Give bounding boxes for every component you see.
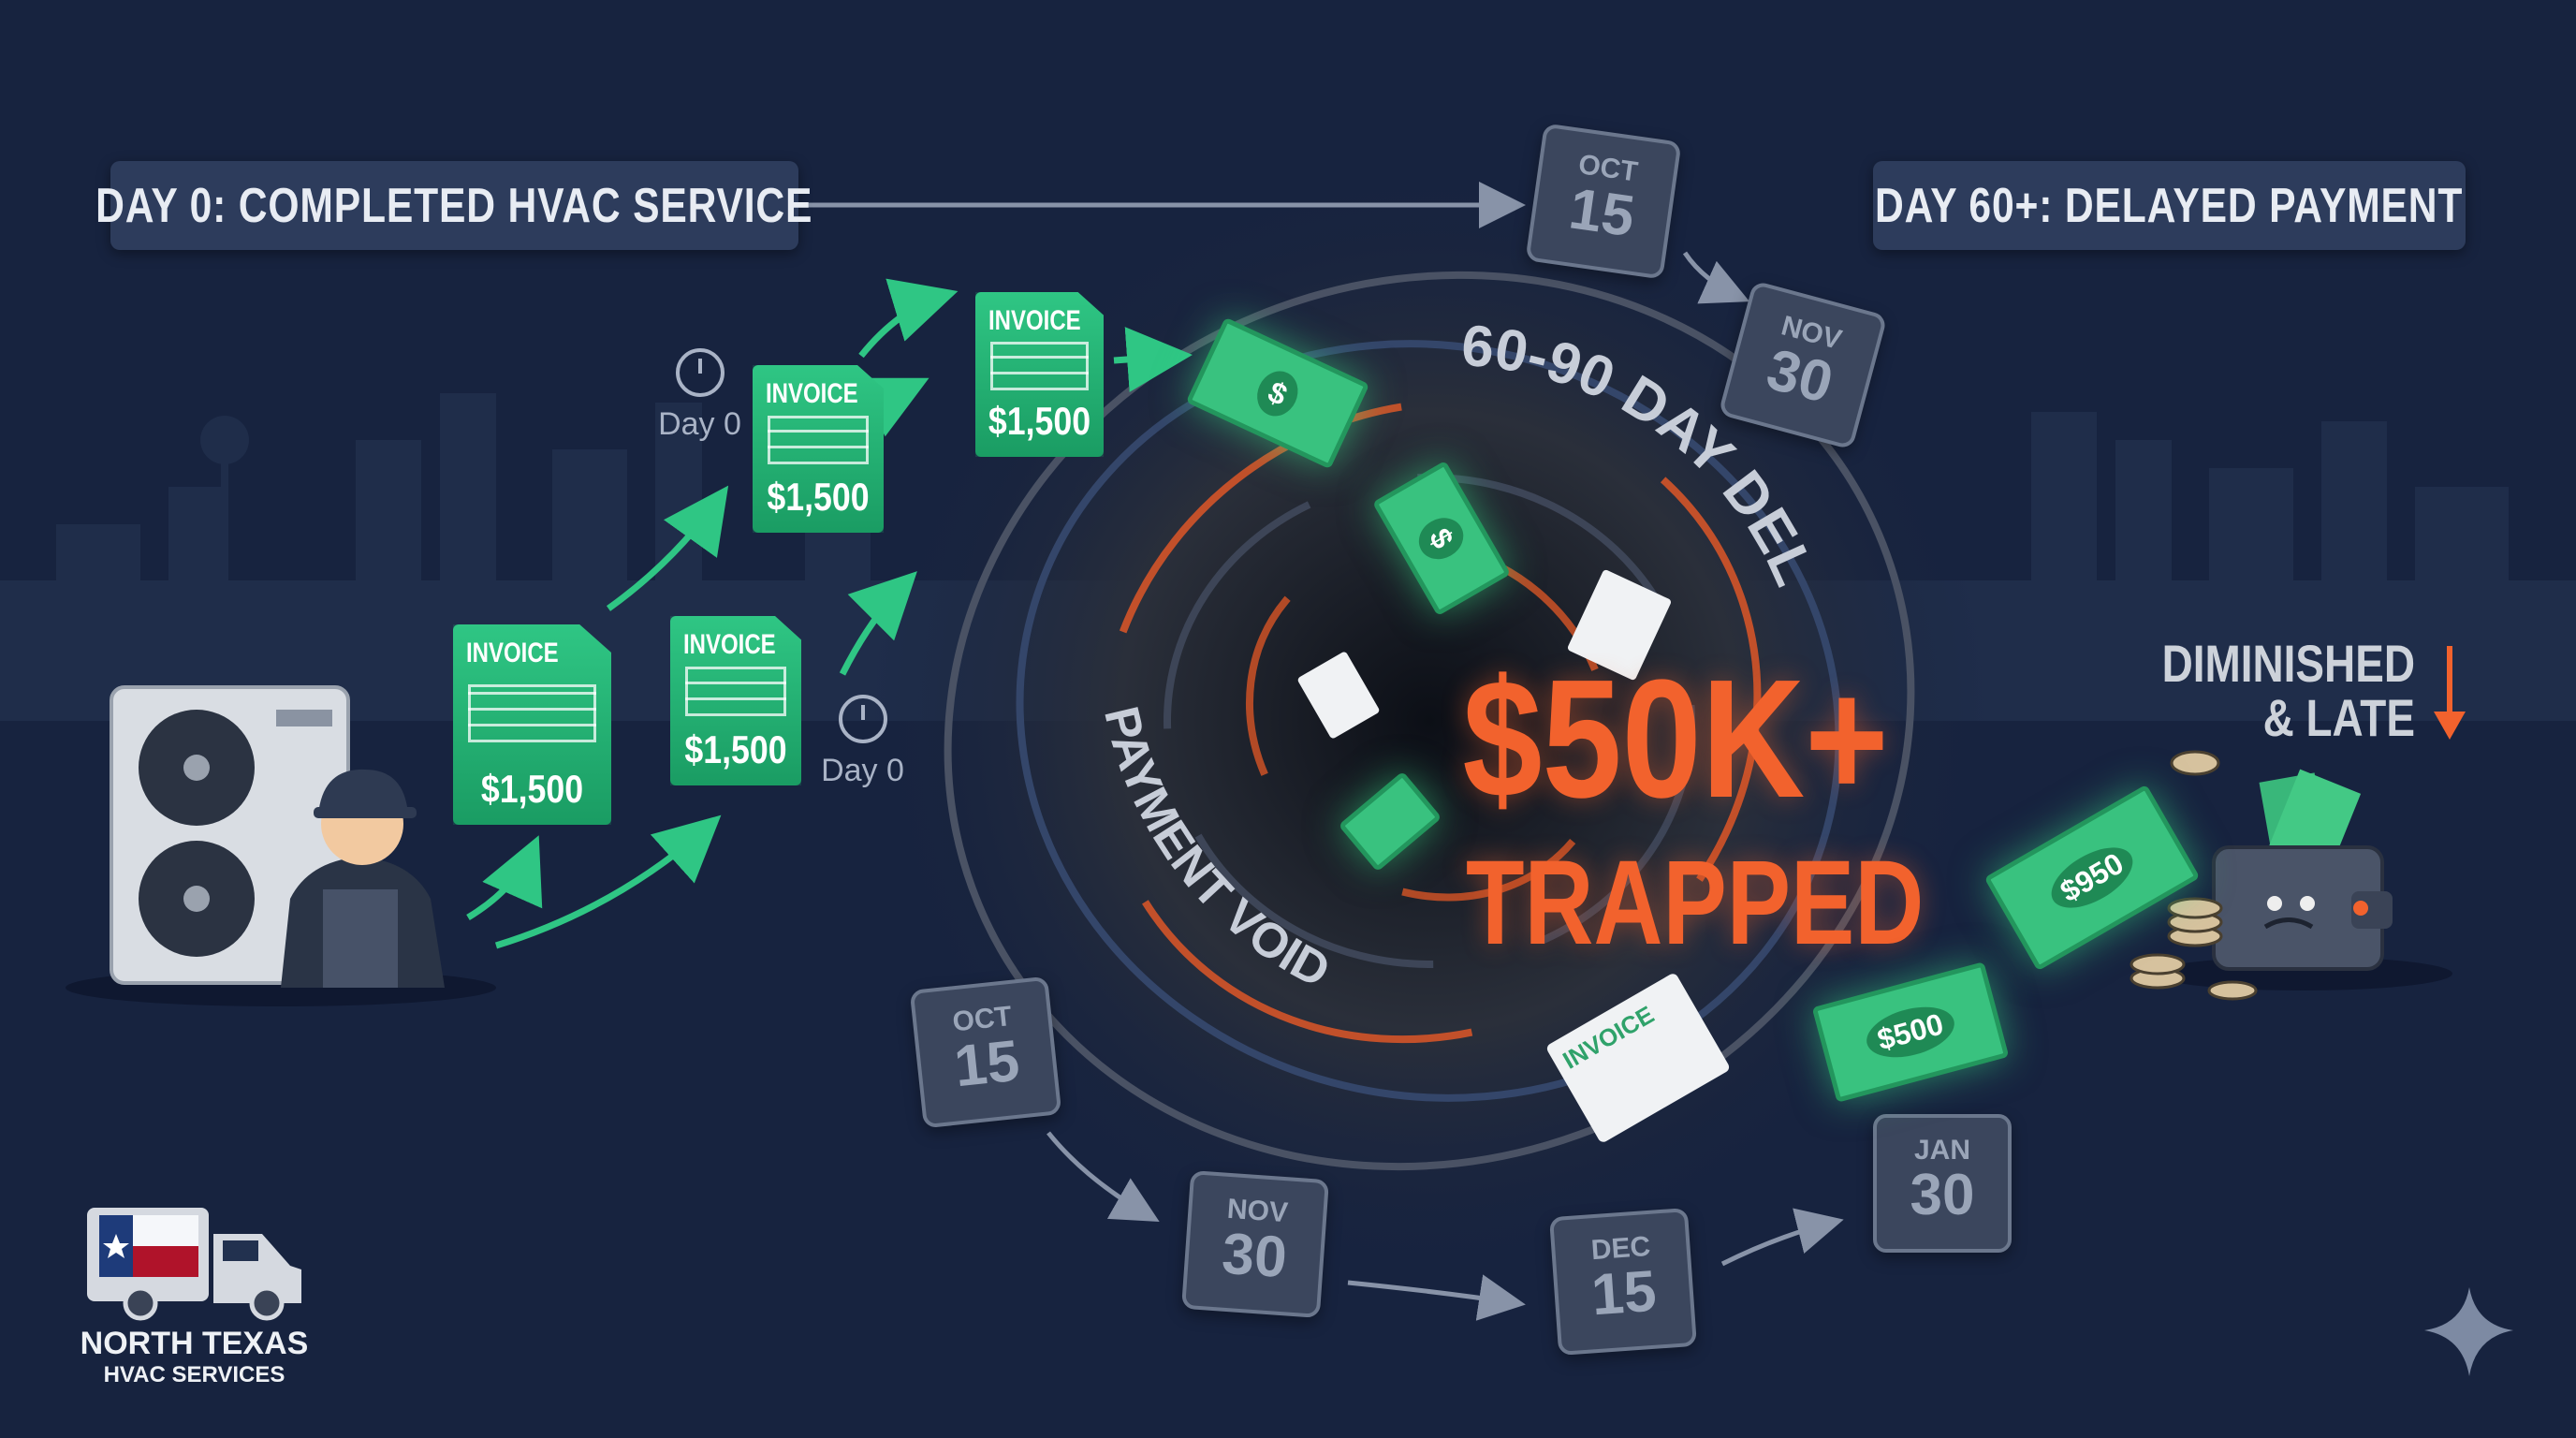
logo-truck — [87, 1208, 301, 1321]
invoice-card: INVOICE $1,500 — [453, 624, 611, 825]
hvac-unit — [66, 685, 496, 1006]
dollar-sign-icon: $ — [1412, 509, 1471, 567]
invoice-table-icon — [468, 684, 596, 742]
sparkle-icon — [2424, 1287, 2513, 1376]
outcome-label: DIMINISHED & LATE — [2106, 637, 2415, 745]
invoice-amount: $1,500 — [767, 475, 870, 519]
day-marker-text: Day 0 — [658, 406, 741, 442]
coins — [2130, 750, 2258, 1001]
vortex-swirls — [944, 271, 1915, 1171]
invoice-amount: $1,500 — [480, 767, 584, 811]
invoice-card: INVOICE $1,500 — [670, 616, 801, 785]
invoice-table-icon — [768, 415, 869, 465]
invoice-title: INVOICE — [466, 638, 559, 668]
invoice-card: INVOICE $1,500 — [753, 365, 884, 533]
technician — [281, 769, 445, 988]
start-label-text: DAY 0: COMPLETED HVAC SERVICE — [95, 178, 813, 233]
invoice-title: INVOICE — [988, 305, 1081, 336]
invoice-card: INVOICE $1,500 — [975, 292, 1104, 457]
day-marker: Day 0 — [655, 348, 744, 443]
invoice-title: INVOICE — [683, 629, 776, 660]
trapped-amount: $50K+ — [1462, 645, 1889, 833]
dollar-sign-icon: $ — [1250, 363, 1306, 423]
payment-amount: $950 — [2042, 835, 2143, 920]
invoice-table-icon — [685, 667, 786, 717]
end-label: DAY 60+: DELAYED PAYMENT — [1873, 161, 2466, 250]
vortex — [868, 159, 1991, 1283]
invoice-table-icon — [990, 341, 1089, 390]
invoice-amount: $1,500 — [684, 727, 787, 771]
outcome-line2: & LATE — [2262, 688, 2415, 747]
invoice-title: INVOICE — [766, 378, 858, 409]
calendar-day: 30 — [1220, 1221, 1289, 1291]
start-label: DAY 0: COMPLETED HVAC SERVICE — [95, 161, 812, 250]
outcome-line1: DIMINISHED — [2161, 634, 2415, 693]
trapped-label: TRAPPED — [1466, 836, 1925, 970]
clock-icon — [838, 695, 887, 743]
company-logo: NORTH TEXAS HVAC SERVICES — [56, 1326, 332, 1388]
star-icon — [103, 1234, 129, 1258]
calendar-month: JAN — [1913, 1135, 1970, 1166]
day-marker: Day 0 — [818, 695, 907, 789]
payment-amount: $500 — [1861, 998, 1960, 1066]
calendar-day: 30 — [1910, 1163, 1975, 1227]
down-arrow-icon — [2434, 712, 2466, 740]
sad-wallet — [2153, 769, 2452, 990]
day-marker-text: Day 0 — [821, 753, 904, 788]
logo-name: NORTH TEXAS — [80, 1326, 309, 1361]
calendar-day: 15 — [951, 1028, 1023, 1100]
calendar-day: 15 — [1589, 1258, 1659, 1328]
invoice-amount: $1,500 — [988, 399, 1091, 443]
clock-icon — [675, 348, 724, 397]
end-label-text: DAY 60+: DELAYED PAYMENT — [1875, 178, 2464, 233]
logo-subtitle: HVAC SERVICES — [103, 1362, 285, 1387]
